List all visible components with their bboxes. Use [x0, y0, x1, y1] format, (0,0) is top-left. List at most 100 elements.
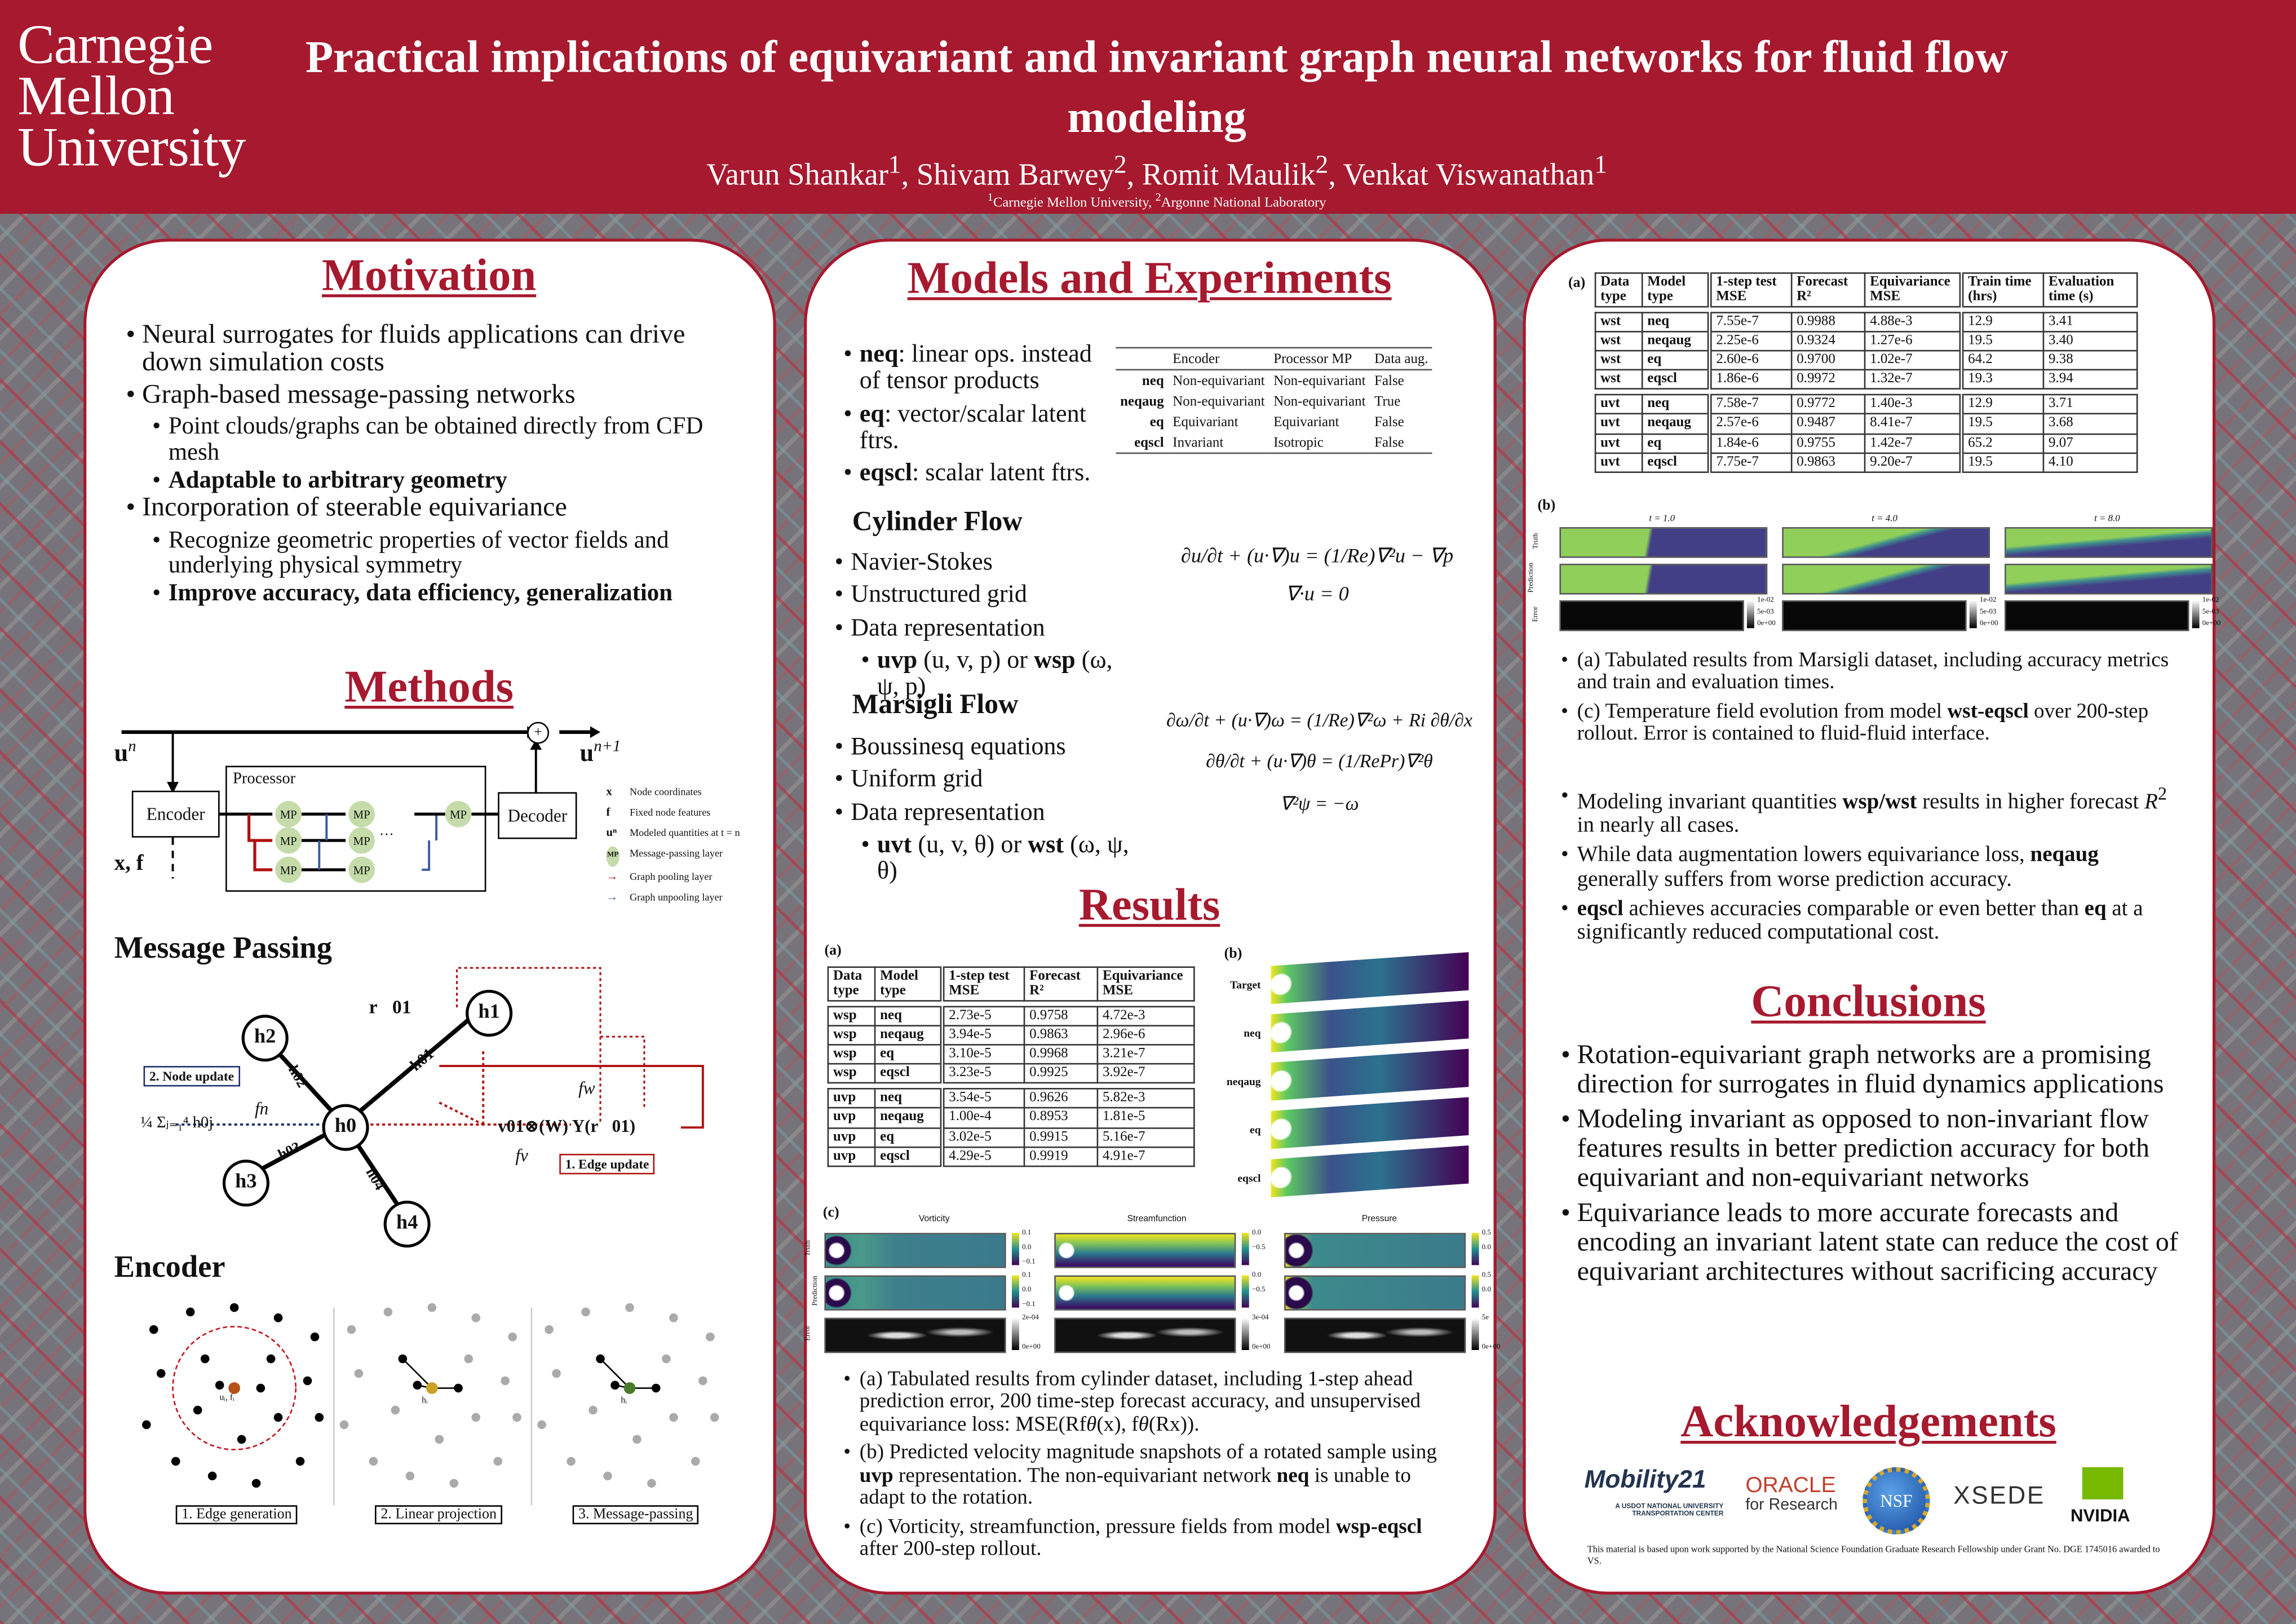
u-symbol: u [579, 738, 594, 767]
cell: 1.42e-7 [1864, 432, 1962, 454]
colorbar-tick: −0.5 [1251, 1244, 1266, 1252]
cell: 1.27e-6 [1864, 331, 1962, 352]
list-item: uvp (u, v, p) or wsp (ω, ψ, p) [861, 647, 1135, 701]
cell: wsp [827, 1025, 876, 1046]
cell: 0.9700 [1790, 350, 1866, 371]
colorbar [1471, 1317, 1479, 1350]
velocity-snapshot [1271, 1097, 1469, 1149]
graph-node [508, 1332, 517, 1342]
cell: 7.75e-7 [1707, 452, 1793, 473]
cell: uvp [827, 1107, 876, 1129]
row-label: Error [805, 1325, 813, 1341]
graph-node [215, 1380, 224, 1390]
cell: eq [874, 1044, 943, 1065]
bold-text: neq [1276, 1463, 1310, 1488]
header-cell: 1-step test MSE [1707, 272, 1793, 308]
graph-node [266, 1354, 276, 1364]
graph-node [493, 1457, 502, 1466]
conclusions-heading: Conclusions [1751, 975, 1986, 1026]
bold-text: neq [859, 339, 899, 368]
italic-text: θ [1086, 1413, 1097, 1436]
author-affil: 1 [1594, 149, 1607, 179]
cell: 5.82e-3 [1096, 1088, 1195, 1109]
cell: 3.94e-5 [940, 1025, 1025, 1046]
step-edge-generation: 1. Edge generation [175, 1505, 298, 1525]
cell: 19.3 [1959, 369, 2045, 390]
cell: 5.16e-7 [1096, 1126, 1195, 1148]
cell: neq [874, 1006, 943, 1027]
cell: 7.55e-7 [1707, 312, 1793, 333]
mp-node: MP [275, 856, 302, 883]
header-cell: Data type [827, 966, 876, 1002]
colorbar-tick: 0.5 [1481, 1229, 1492, 1237]
row-label: eq [1250, 1123, 1261, 1136]
cell: 3.10e-5 [940, 1044, 1025, 1065]
row-label: Error [1533, 606, 1541, 622]
graph-node [632, 1435, 642, 1444]
colorbar-tick: 1e-02 [1979, 597, 1997, 605]
cell: 0.9968 [1023, 1044, 1099, 1065]
poster-header: Carnegie Mellon University Practical imp… [0, 0, 2296, 214]
colorbar-tick: 0e+00 [1251, 1344, 1271, 1352]
ui-fi-label: uᵢ, fᵢ [219, 1393, 235, 1403]
list-item: Navier-Stokes [835, 548, 1135, 577]
graph-node [662, 1354, 671, 1364]
legend-label: Message-passing layer [629, 848, 723, 860]
list-item: Rotation-equivariant graph networks are … [1561, 1041, 2183, 1101]
colorbar [1011, 1233, 1019, 1265]
cell: 2.73e-5 [940, 1006, 1025, 1027]
gap-cell [828, 1001, 1194, 1007]
fig-label-a: (a) [824, 942, 842, 959]
graph-node [405, 1471, 415, 1481]
node-h1: h1 [466, 989, 513, 1037]
findings-list: Modeling invariant quantities wsp/wst re… [1561, 784, 2176, 950]
processor-block: Processor [225, 765, 486, 892]
cell: uvp [827, 1126, 876, 1148]
bold-text: uvp [859, 1463, 893, 1488]
graph-node [435, 1435, 444, 1444]
colorbar-tick: 0.1 [1022, 1229, 1032, 1237]
cell: eqscl [874, 1063, 943, 1085]
graph-node [156, 1369, 166, 1378]
cell: 0.9919 [1023, 1145, 1099, 1167]
cell: neqaug [1641, 331, 1710, 352]
encoder-heading: Encoder [114, 1249, 225, 1285]
author-name: Shivam Barwey [916, 156, 1114, 192]
cell: 2.57e-6 [1707, 413, 1793, 435]
bold-text: wst [1028, 830, 1064, 859]
cell: Equivariant [1173, 413, 1238, 430]
list-item: eqscl achieves accuracies comparable or … [1561, 897, 2176, 945]
bold-text: wsp [1034, 645, 1076, 674]
list-item: Point clouds/graphs can be obtained dire… [152, 413, 733, 464]
header-cell: Forecast R² [1790, 272, 1866, 308]
navier-stokes-equations: ∂u/∂t + (u·∇)u = (1/Re)∇²u − ∇p ∇·u = 0 [1160, 545, 1474, 608]
graph-node [273, 1313, 283, 1322]
fv-label: fv [515, 1145, 528, 1166]
graph-node [567, 1457, 576, 1466]
results-captions: (a) Tabulated results from cylinder data… [843, 1368, 1458, 1568]
row-label: eqscl [1237, 1171, 1261, 1185]
graph-node [669, 1313, 678, 1322]
hi-label: hᵢ [422, 1397, 428, 1406]
list-item: Unstructured grid [835, 581, 1135, 609]
legend-item: →Graph pooling layer [606, 867, 767, 887]
legend-symbol: → [606, 869, 618, 883]
encoder-block: Encoder [131, 790, 220, 838]
author-affil: 2 [1315, 149, 1329, 179]
cell: 19.5 [1959, 452, 2045, 473]
colorbar-tick: 0.5 [1481, 1272, 1492, 1280]
graph-node [581, 1307, 590, 1317]
graph-node [141, 1420, 151, 1430]
italic-text: θ [1138, 1413, 1149, 1436]
graph-node [383, 1307, 393, 1317]
poster-title: Practical implications of equivariant an… [305, 30, 2009, 142]
author-list: Varun Shankar1, Shivam Barwey2, Romit Ma… [706, 149, 1607, 192]
node-update-label: 2. Node update [143, 1066, 240, 1087]
cell: 0.9626 [1023, 1088, 1099, 1109]
graph-node [449, 1479, 459, 1488]
cell: eqscl [1116, 432, 1169, 454]
group-gap [828, 1083, 1194, 1089]
